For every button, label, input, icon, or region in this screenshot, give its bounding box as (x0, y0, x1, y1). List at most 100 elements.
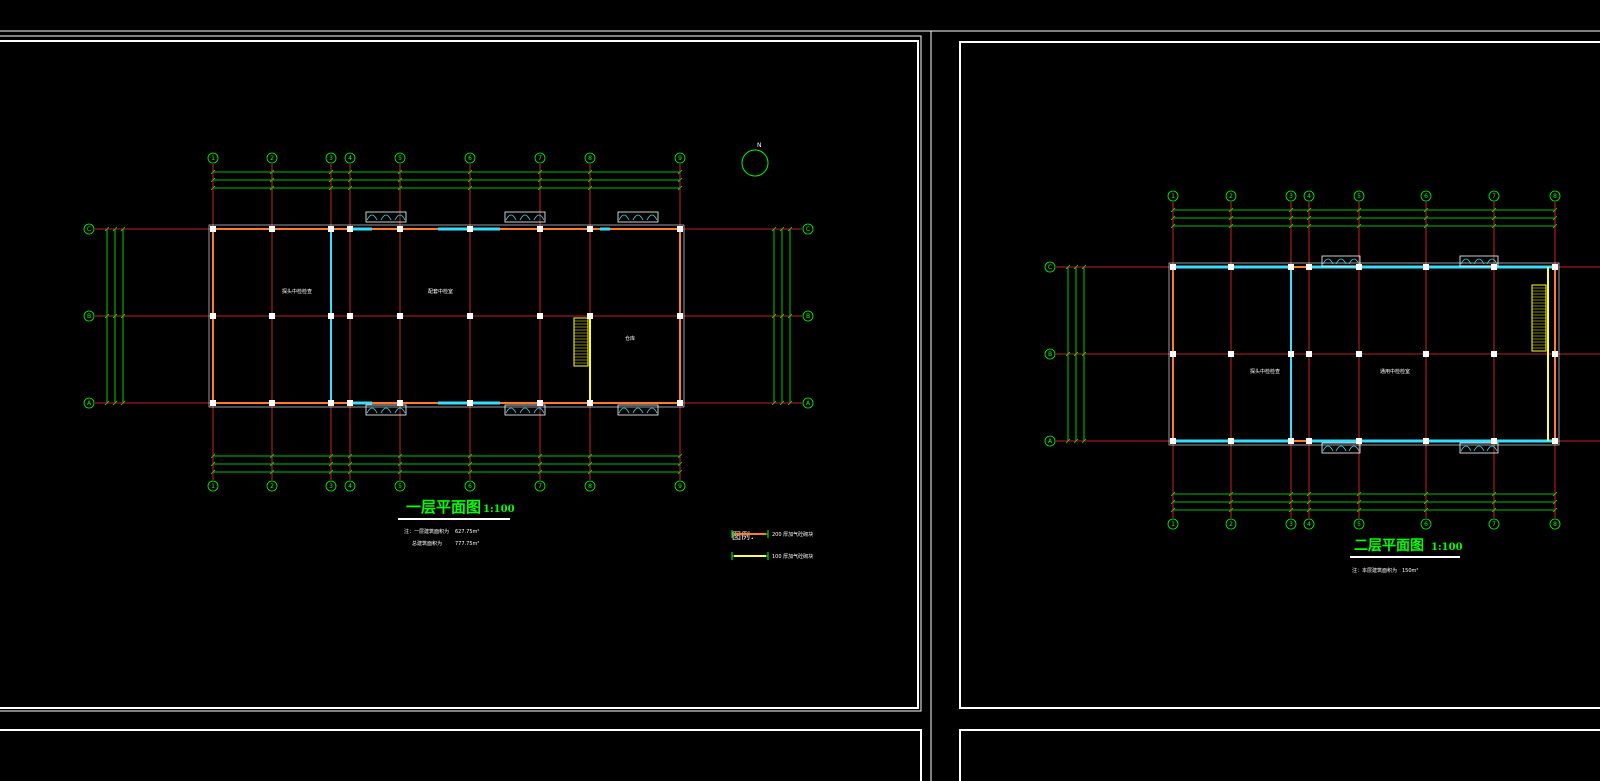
axis-bubble (207, 152, 219, 164)
axis-bubble-label: A (1048, 438, 1053, 445)
legend-item-100: 100 厚加气砼砌块 (772, 553, 813, 560)
axis-bubble (802, 223, 814, 235)
column (587, 226, 593, 232)
sheet-frame-bottom-right[interactable] (959, 729, 1600, 781)
axis-bubble (1225, 190, 1237, 202)
window-arc (1348, 258, 1360, 265)
axis-bubble (1285, 518, 1297, 530)
axis-bubble (584, 480, 596, 492)
sheet-frame-right[interactable] (959, 41, 1600, 709)
plan2-note-val1: 150m² (1402, 568, 1418, 574)
axis-bubble-label: 2 (1229, 193, 1233, 200)
column (1491, 351, 1497, 357)
column (1228, 351, 1234, 357)
north-arrow-icon: N (741, 142, 769, 177)
plan2-room-label: 通用中检检室 (1380, 368, 1410, 375)
window-arc (618, 407, 630, 414)
window-arc (1486, 445, 1498, 452)
axis-bubble-label: B (87, 313, 91, 320)
axis-bubble (1549, 190, 1561, 202)
sheet-frame-left-outer[interactable] (0, 35, 922, 712)
axis-bubble-label: 5 (398, 483, 402, 490)
axis-bubble-label: 5 (1357, 193, 1361, 200)
column (269, 226, 275, 232)
column (1170, 351, 1176, 357)
axis-bubble (802, 310, 814, 322)
window-arc (1335, 445, 1347, 452)
column (1288, 351, 1294, 357)
column (1491, 438, 1497, 444)
window-arc (1348, 445, 1360, 452)
sheet-frames (0, 30, 1600, 781)
axis-bubble-label: 3 (329, 155, 333, 162)
axis-bubble (344, 152, 356, 164)
column (1306, 264, 1312, 270)
axis-bubble-label: C (1048, 264, 1052, 271)
axis-bubble-label: 7 (1492, 521, 1496, 528)
window-arc (1460, 258, 1472, 265)
axis-bubble-label: 4 (348, 483, 352, 490)
window-bay (617, 211, 659, 223)
window-bay (504, 211, 546, 223)
plan1-title: 一层平面图 (406, 498, 481, 516)
axis-bubble-label: 1 (1171, 193, 1175, 200)
axis-bubble-label: 7 (538, 155, 542, 162)
axis-bubble-label: 4 (1307, 193, 1311, 200)
column (1288, 438, 1294, 444)
axis-bubble-label: 2 (1229, 521, 1233, 528)
axis-bubble-label: B (806, 313, 810, 320)
column (1306, 438, 1312, 444)
axis-bubble (674, 152, 686, 164)
column (397, 313, 403, 319)
axis-bubble-label: A (806, 400, 811, 407)
axis-bubble-label: 1 (211, 483, 215, 490)
column (269, 400, 275, 406)
axis-bubble-label: 3 (329, 483, 333, 490)
column (1170, 438, 1176, 444)
sheet-frame-bottom-left[interactable] (0, 729, 922, 781)
window-arc (366, 214, 378, 221)
window-arc (632, 407, 644, 414)
column (1356, 351, 1362, 357)
window-arc (533, 407, 545, 414)
window-arc (1460, 445, 1472, 452)
axis-bubble (394, 480, 406, 492)
axis-bubble (1167, 518, 1179, 530)
window-arc (646, 407, 658, 414)
column (210, 313, 216, 319)
axis-bubble (394, 152, 406, 164)
plan1-room-label: 配套中检室 (428, 288, 453, 295)
plan1-note-val1: 627.75m² (455, 529, 479, 535)
column (467, 400, 473, 406)
column (587, 400, 593, 406)
axis-bubble-label: 3 (1289, 521, 1293, 528)
legend-title: 图例： (732, 530, 759, 542)
plan1-room-label: 探头中检检查 (282, 288, 312, 295)
axis-bubble (1044, 348, 1056, 360)
axis-bubble-label: 7 (538, 483, 542, 490)
sheet-frame-left-inner (0, 40, 919, 709)
axis-bubble-label: 7 (1492, 193, 1496, 200)
column (537, 400, 543, 406)
window-bay (365, 404, 407, 416)
window-arc (632, 214, 644, 221)
axis-bubble (464, 152, 476, 164)
axis-bubble (1303, 190, 1315, 202)
window-arc (380, 407, 392, 414)
axis-bubble (266, 480, 278, 492)
window-bay (1459, 255, 1499, 267)
axis-bubble (325, 480, 337, 492)
axis-bubble (1044, 435, 1056, 447)
axis-bubble-label: 4 (1307, 521, 1311, 528)
window-arc (1473, 445, 1485, 452)
axis-bubble-label: 5 (398, 155, 402, 162)
axis-bubble (1549, 518, 1561, 530)
column (1552, 438, 1558, 444)
column (210, 400, 216, 406)
svg-text:N: N (757, 142, 762, 149)
window-arc (1322, 445, 1334, 452)
